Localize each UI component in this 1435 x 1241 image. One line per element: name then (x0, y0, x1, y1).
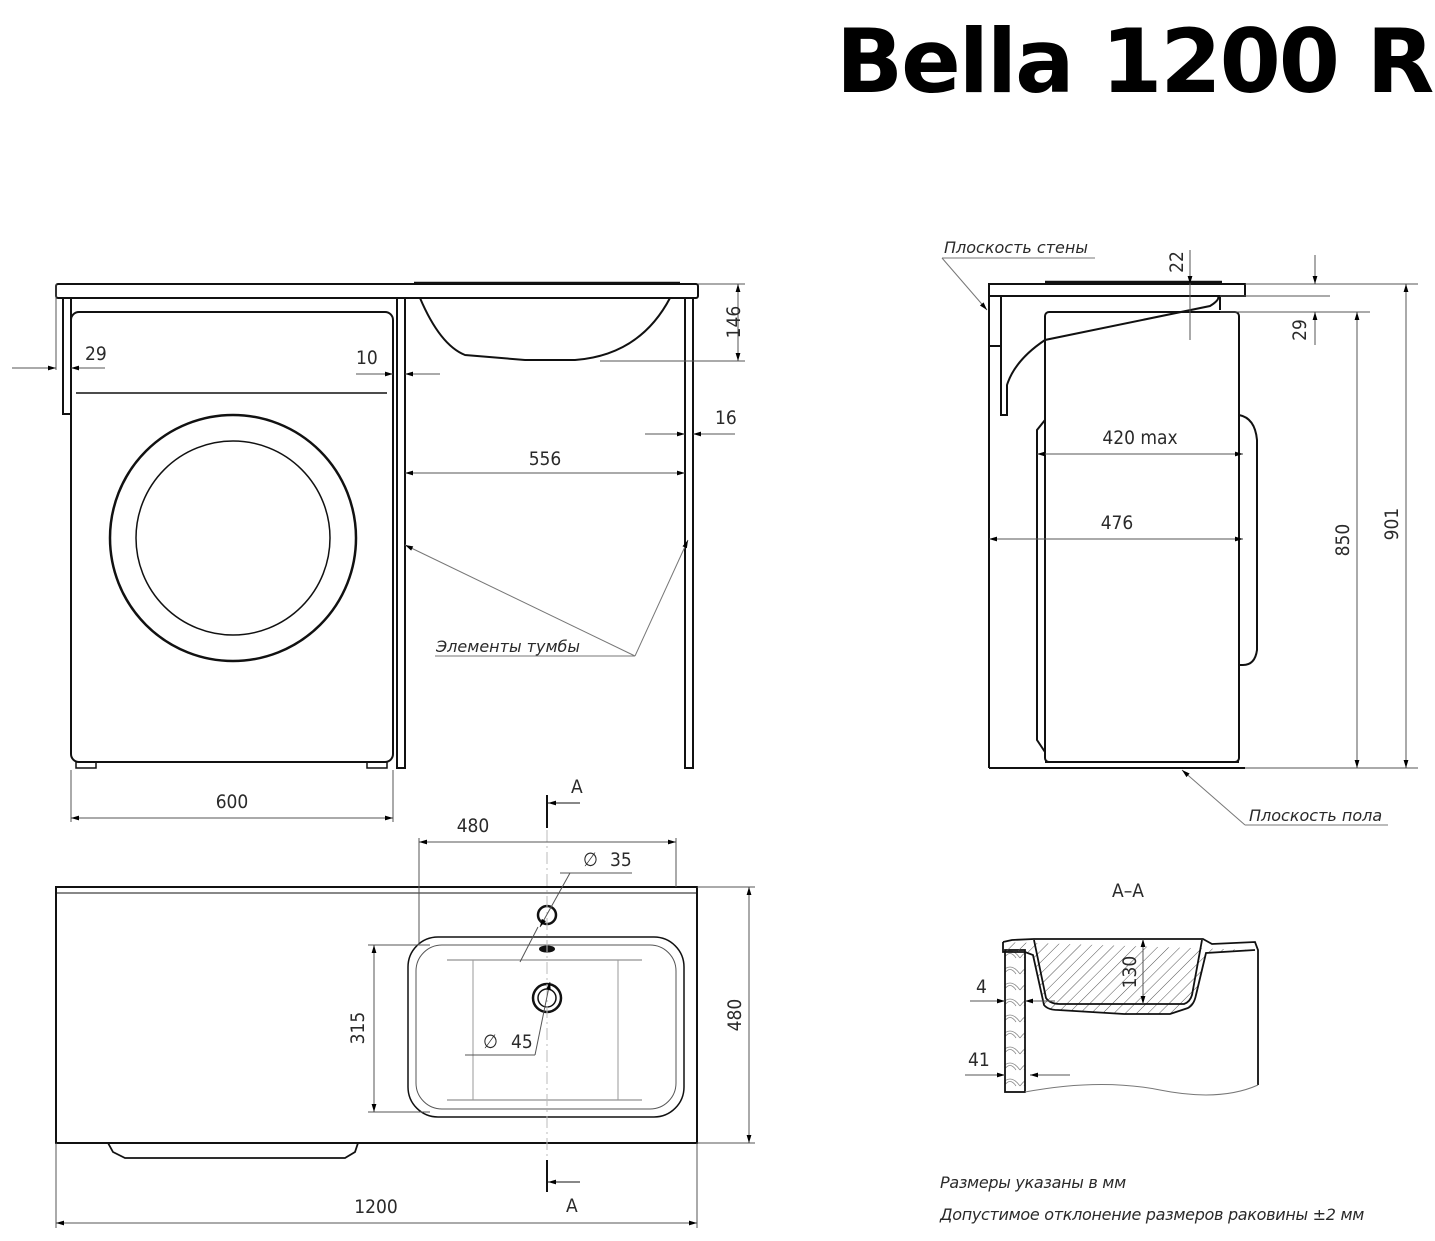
section-marker-bottom: A (566, 1195, 578, 1217)
product-title: Bella 1200 R (836, 10, 1434, 113)
dim-machine-height: 850 (1332, 524, 1354, 557)
dim-bowl-offset: 480 (457, 815, 490, 837)
dim-total-width: 1200 (354, 1196, 398, 1218)
dim-machine-width: 600 (216, 791, 249, 813)
dim-tap-hole: 35 (610, 849, 632, 871)
dim-machine-depth-max: 420 max (1102, 427, 1177, 449)
label-floor-plane: Плоскость пола (1249, 806, 1382, 825)
plan-view (55, 886, 698, 1159)
dim-wall-gap: 4 (976, 976, 987, 998)
note-tolerance: Допустимое отклонение размеров раковины … (940, 1205, 1364, 1224)
dim-overhang-left: 29 (85, 343, 107, 365)
section-marker-top: A (571, 776, 583, 798)
label-wall-plane: Плоскость стены (944, 238, 1088, 257)
dim-machine-depth: 476 (1101, 512, 1134, 534)
section-aa (1002, 938, 1259, 1096)
diameter-icon: ∅ (483, 1031, 498, 1053)
dim-bowl-depth: 146 (723, 306, 745, 339)
label-cabinet-elements: Элементы тумбы (435, 637, 580, 656)
dim-bowl-length: 315 (347, 1012, 369, 1045)
dim-bowl-height: 130 (1119, 956, 1141, 989)
note-units: Размеры указаны в мм (940, 1173, 1126, 1192)
section-title: A–A (1112, 880, 1144, 902)
dim-total-height: 901 (1381, 508, 1403, 541)
dim-depth: 480 (724, 999, 746, 1032)
dim-wall-thickness: 41 (968, 1049, 990, 1071)
dim-panel-thickness: 16 (715, 407, 737, 429)
dim-drain-hole: 45 (511, 1031, 533, 1053)
dim-gap: 10 (356, 347, 378, 369)
diameter-icon: ∅ (583, 849, 598, 871)
dim-cabinet-inner: 556 (529, 448, 562, 470)
dim-offset-29: 29 (1289, 319, 1311, 341)
dim-top-thickness: 22 (1166, 251, 1188, 273)
